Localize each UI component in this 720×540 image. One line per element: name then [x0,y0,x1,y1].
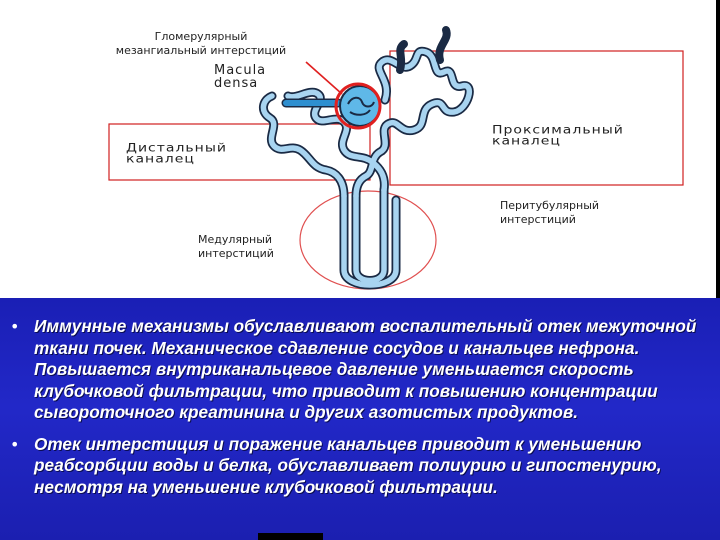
loop-of-henle-ellipse [299,190,437,290]
nephron-illustration [108,26,684,290]
bullet-dot-icon: • [10,317,20,336]
slide-bottom-strip [258,533,323,540]
label-proximal-tubule: Проксимальный каналец [492,123,624,148]
slide-edge-bar [716,0,720,298]
text-panel: • Иммунные механизмы обуславливают воспа… [0,298,720,540]
bullet-text: Иммунные механизмы обуславливают воспали… [34,316,697,422]
label-distal-tubule: Дистальный каналец [126,141,227,166]
label-peritubular-interstitium: Перитубулярный интерстиций [500,199,600,226]
label-glomerular-interstitium: Гломерулярный мезангиальный интерстиций [115,30,287,57]
distal-tubule-box [108,123,371,181]
bullet-dot-icon: • [10,434,20,454]
proximal-tubule-box [389,50,684,186]
label-medullary-interstitium: Медулярный интерстиций [198,233,274,260]
list-item: • Иммунные механизмы обуславливают воспа… [10,316,710,424]
label-macula-densa: Macula densa [214,63,267,91]
glomerular-pointer [305,61,343,95]
nephron-diagram: Гломерулярный мезангиальный интерстиций … [108,26,684,290]
bullet-text: Отек интерстиция и поражение канальцев п… [34,433,662,497]
juxtaglomerular-highlight [334,82,382,130]
bullet-list: • Иммунные механизмы обуславливают воспа… [10,316,710,508]
tubule [259,26,474,290]
list-item: • Отек интерстиция и поражение канальцев… [10,434,710,499]
